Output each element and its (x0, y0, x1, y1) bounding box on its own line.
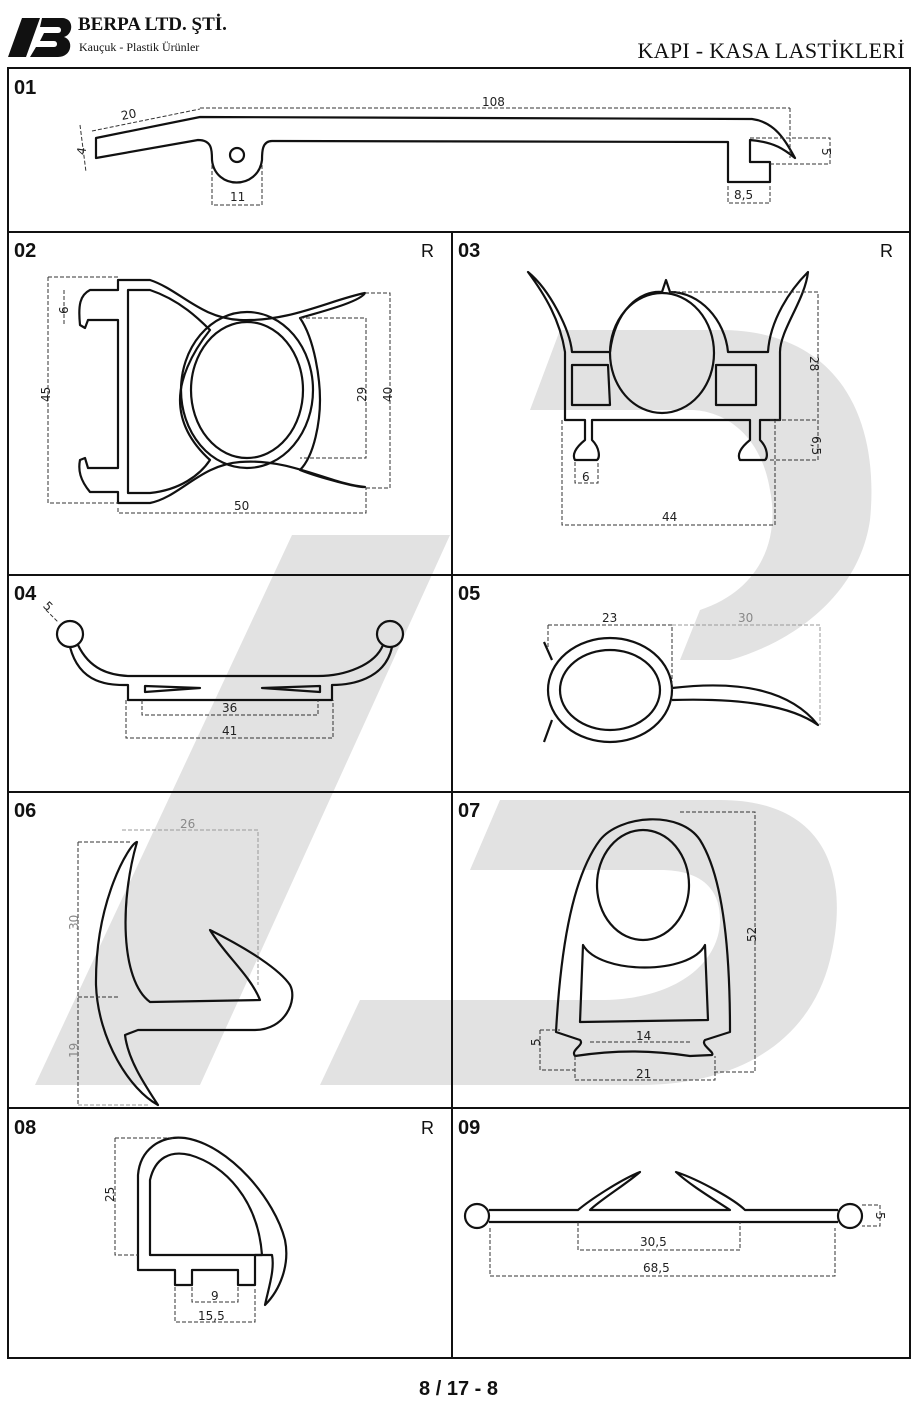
dimension-label: 30 (738, 611, 753, 625)
company-name: BERPA LTD. ŞTİ. (78, 14, 227, 35)
dimension-label: 29 (355, 387, 369, 402)
product-number: 06 (14, 800, 36, 822)
dimension-label: 14 (636, 1029, 651, 1043)
product-number: 05 (458, 583, 480, 605)
product-mark: R (421, 1118, 434, 1138)
profile-02-drawing: 6 45 29 40 50 (39, 276, 395, 514)
dimension-label: 6,5 (809, 436, 823, 455)
product-number: 01 (14, 77, 36, 99)
dimension-label: 25 (103, 1187, 117, 1202)
dimension-label: 8,5 (734, 188, 753, 202)
page-number: 8 / 17 - 8 (419, 1378, 498, 1400)
dimension-label: 5 (529, 1038, 543, 1046)
dimension-label: 108 (482, 95, 505, 109)
dimension-label: 4 (74, 146, 89, 156)
profile-08-drawing: 25 9 15,5 (103, 1136, 288, 1323)
dimension-label: 30 (67, 915, 81, 930)
profile-04-drawing: 5 36 41 (40, 599, 405, 739)
dimension-label: 21 (636, 1067, 651, 1081)
dimension-label: 41 (222, 724, 237, 738)
product-mark: R (421, 241, 434, 261)
product-mark: R (880, 241, 893, 261)
dimension-label: 45 (39, 387, 53, 402)
dimension-label: 52 (745, 927, 759, 942)
product-number: 09 (458, 1117, 480, 1139)
profile-09-drawing: 5 30,5 68,5 (463, 1170, 887, 1277)
product-number: 02 (14, 240, 36, 262)
dimension-label: 40 (381, 387, 395, 402)
profile-05-drawing: 23 30 (542, 611, 821, 744)
dimension-label: 15,5 (198, 1309, 225, 1323)
company-logo (8, 18, 72, 57)
dimension-label: 20 (120, 106, 138, 123)
company-tagline: Kauçuk - Plastik Ürünler (79, 40, 200, 54)
dimension-label: 11 (230, 190, 245, 204)
dimension-label: 23 (602, 611, 617, 625)
page-title: KAPI - KASA LASTİKLERİ (637, 38, 905, 63)
product-number: 03 (458, 240, 480, 262)
product-number: 04 (14, 583, 37, 605)
dimension-label: 19 (67, 1043, 81, 1058)
dimension-label: 68,5 (643, 1261, 670, 1275)
dimension-label: 5 (819, 148, 833, 156)
profile-07-drawing: 52 5 14 21 (529, 811, 759, 1081)
product-number: 07 (458, 800, 480, 822)
dimension-label: 6 (57, 306, 71, 314)
dimension-label: 26 (180, 817, 195, 831)
dimension-label: 28 (807, 356, 821, 371)
dimension-label: 30,5 (640, 1235, 667, 1249)
dimension-label: 9 (211, 1289, 219, 1303)
dimension-label: 5 (40, 599, 55, 614)
grid-frame (7, 67, 911, 1359)
dimension-label: 5 (873, 1212, 887, 1220)
dimension-label: 44 (662, 510, 677, 524)
dimension-label: 50 (234, 499, 249, 513)
dimension-label: 6 (582, 470, 590, 484)
profile-06-drawing: 26 30 19 (67, 817, 294, 1107)
profile-03-drawing: 28 6,5 6 44 (526, 270, 823, 526)
profile-01-drawing: 20 108 4 5 11 8,5 (74, 95, 833, 206)
product-number: 08 (14, 1117, 36, 1139)
dimension-label: 36 (222, 701, 237, 715)
